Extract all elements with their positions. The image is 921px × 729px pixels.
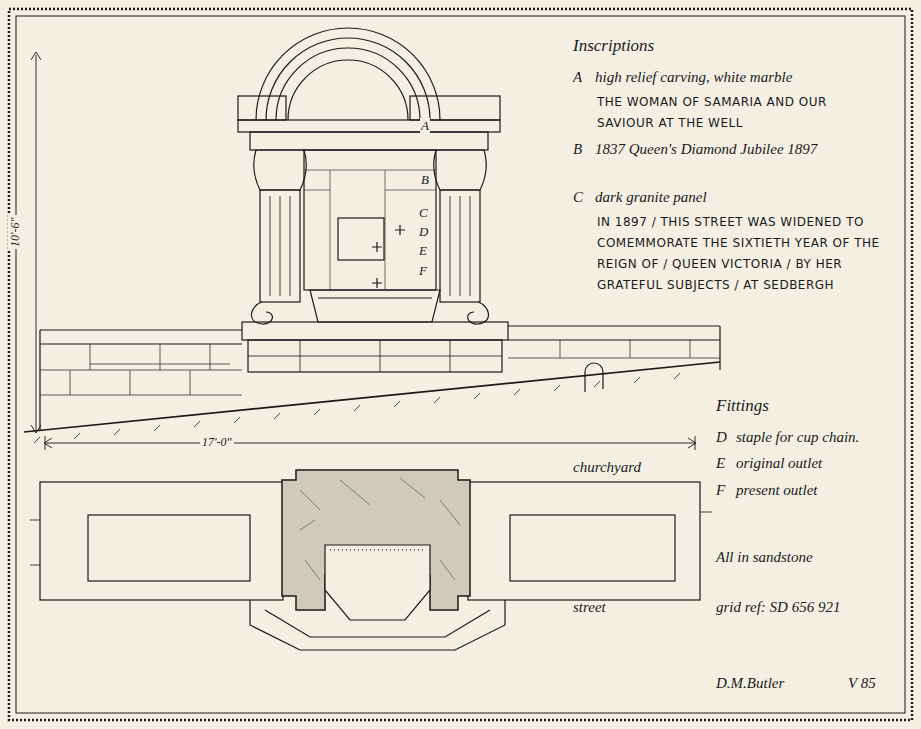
key-letter: E [716, 454, 725, 472]
key-letter: D [716, 428, 727, 446]
inscription-note: 1837 Queen's Diamond Jubilee 1897 [595, 140, 817, 158]
inscription-note: dark granite panel [595, 188, 707, 206]
dimension-label: 17'-0" [200, 435, 234, 449]
callout-letter: C [418, 205, 429, 221]
inscription-text: THE WOMAN OF SAMARIA AND OUR SAVIOUR AT … [597, 92, 887, 134]
callout-letter: B [420, 172, 430, 188]
material-note: All in sandstone [716, 548, 813, 566]
plan-label: street [573, 598, 606, 616]
inscription-text: IN 1897 / THIS STREET WAS WIDENED TO COM… [597, 212, 892, 296]
fitting-note: original outlet [736, 454, 822, 472]
callout-letter: F [418, 263, 428, 279]
fitting-note: present outlet [736, 481, 818, 499]
section-heading: Inscriptions [573, 36, 654, 56]
signature: D.M.Butler [716, 674, 784, 692]
callout-letter: D [418, 224, 429, 240]
key-letter: B [573, 140, 582, 158]
inscription-note: high relief carving, white marble [595, 68, 792, 86]
grid-reference: grid ref: SD 656 921 [716, 598, 840, 616]
fitting-note: staple for cup chain. [736, 428, 859, 446]
section-heading: Fittings [716, 396, 769, 416]
key-letter: C [573, 188, 583, 206]
plan-label: churchyard [573, 458, 641, 476]
key-letter: A [573, 68, 582, 86]
dimension-label: 10'-6" [8, 215, 22, 249]
date: V 85 [848, 674, 876, 692]
key-letter: F [716, 481, 725, 499]
callout-letter: A [420, 118, 430, 134]
callout-letter: E [418, 243, 428, 259]
